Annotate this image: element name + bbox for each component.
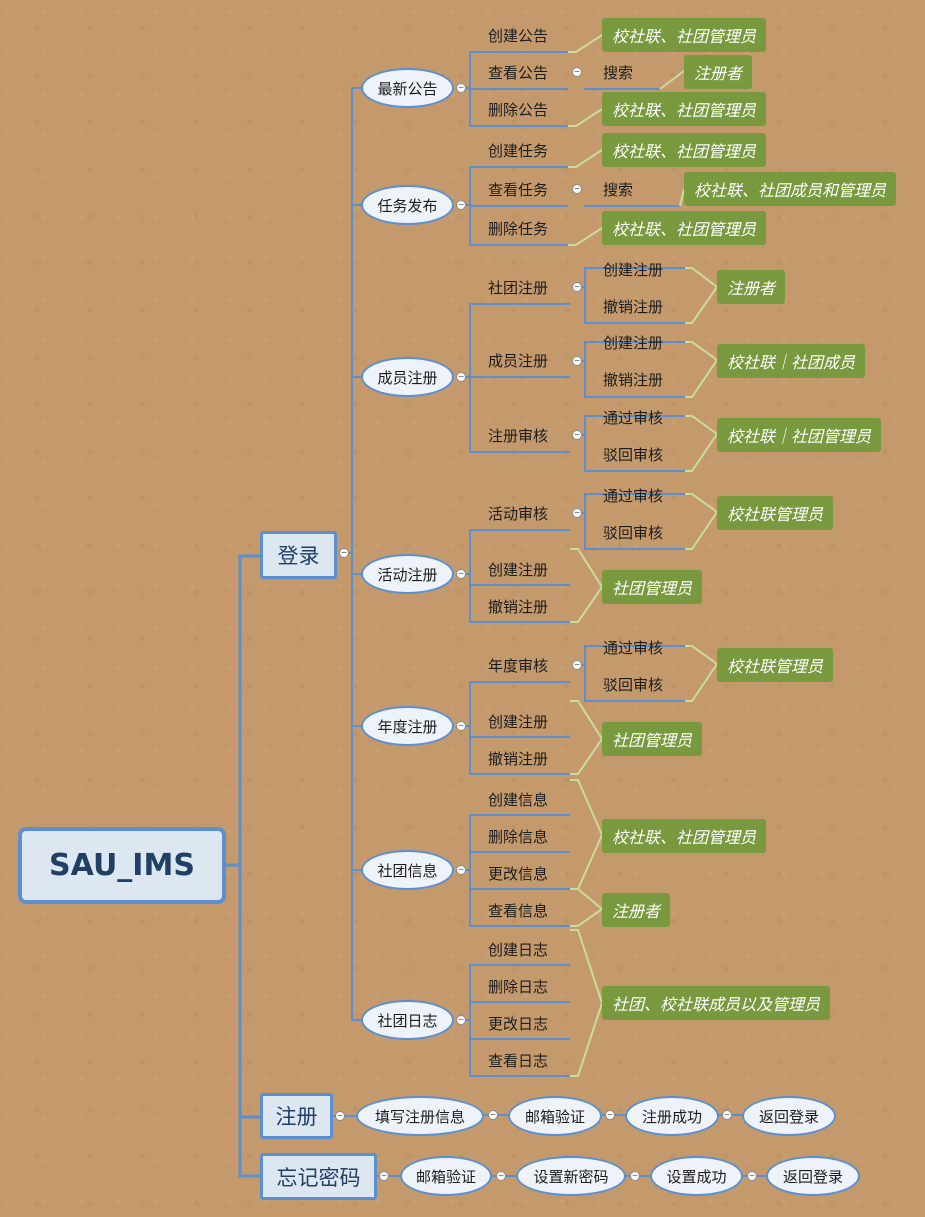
collapse-forgot-step2-icon[interactable]: − (630, 1171, 640, 1181)
collapse-club-log-icon[interactable]: − (456, 1015, 466, 1025)
activity-reg-create[interactable]: 创建注册 (488, 560, 549, 579)
collapse-forgot-icon[interactable]: − (379, 1171, 389, 1181)
note-activity-review: 校社联管理员 (717, 496, 834, 530)
member-reg-create[interactable]: 创建注册 (603, 333, 664, 352)
member-registration[interactable]: 成员注册 (488, 351, 549, 370)
announcement-node[interactable]: 最新公告 (361, 68, 454, 108)
note-activity-create: 社团管理员 (602, 570, 703, 604)
note-club-registration: 注册者 (717, 270, 786, 304)
note-registration-review: 校社联｜社团管理员 (717, 418, 882, 452)
create-announcement[interactable]: 创建公告 (488, 26, 549, 45)
collapse-activity-registration-icon[interactable]: − (456, 569, 466, 579)
activity-review-reject[interactable]: 驳回审核 (603, 523, 664, 542)
login-node[interactable]: 登录 (260, 531, 337, 579)
note-announcement-create: 校社联、社团管理员 (602, 18, 767, 52)
announcement-search[interactable]: 搜索 (603, 63, 634, 82)
delete-announcement[interactable]: 删除公告 (488, 100, 549, 119)
view-task[interactable]: 查看任务 (488, 180, 549, 199)
annual-reg-cancel[interactable]: 撤销注册 (488, 749, 549, 768)
forgot-step-email-verify[interactable]: 邮箱验证 (400, 1156, 492, 1196)
update-club-info[interactable]: 更改信息 (488, 864, 549, 883)
register-step-back-to-login[interactable]: 返回登录 (742, 1096, 836, 1136)
view-club-info[interactable]: 查看信息 (488, 901, 549, 920)
note-member-registration: 校社联｜社团成员 (717, 344, 866, 378)
note-announcement-delete: 校社联、社团管理员 (602, 92, 767, 126)
collapse-view-task-icon[interactable]: − (572, 184, 582, 194)
forgot-password-node[interactable]: 忘记密码 (260, 1153, 377, 1200)
member-registration-node[interactable]: 成员注册 (361, 357, 454, 397)
delete-club-log[interactable]: 删除日志 (488, 977, 549, 996)
collapse-annual-review-icon[interactable]: − (572, 660, 582, 670)
club-registration[interactable]: 社团注册 (488, 278, 549, 297)
note-club-log: 社团、校社联成员以及管理员 (602, 986, 831, 1020)
club-reg-create[interactable]: 创建注册 (603, 260, 664, 279)
collapse-registration-review-icon[interactable]: − (572, 430, 582, 440)
note-task-search: 校社联、社团成员和管理员 (684, 172, 897, 206)
task-node[interactable]: 任务发布 (361, 185, 454, 225)
collapse-login-icon[interactable]: − (339, 548, 349, 558)
register-step-email-verify[interactable]: 邮箱验证 (508, 1096, 602, 1136)
create-task[interactable]: 创建任务 (488, 141, 549, 160)
reg-review-pass[interactable]: 通过审核 (603, 408, 664, 427)
club-info-node[interactable]: 社团信息 (361, 850, 454, 890)
note-annual-create: 社团管理员 (602, 722, 703, 756)
collapse-register-step1-icon[interactable]: − (488, 1110, 498, 1120)
annual-registration-node[interactable]: 年度注册 (361, 706, 454, 746)
forgot-step-set-new-password[interactable]: 设置新密码 (516, 1156, 626, 1196)
update-club-log[interactable]: 更改日志 (488, 1014, 549, 1033)
club-log-node[interactable]: 社团日志 (361, 1000, 454, 1040)
annual-review-reject[interactable]: 驳回审核 (603, 675, 664, 694)
collapse-club-info-icon[interactable]: − (456, 865, 466, 875)
task-search[interactable]: 搜索 (603, 180, 634, 199)
activity-registration-node[interactable]: 活动注册 (361, 554, 454, 594)
reg-review-reject[interactable]: 驳回审核 (603, 445, 664, 464)
activity-review-pass[interactable]: 通过审核 (603, 486, 664, 505)
collapse-forgot-step3-icon[interactable]: − (747, 1171, 757, 1181)
activity-review[interactable]: 活动审核 (488, 504, 549, 523)
collapse-task-icon[interactable]: − (456, 200, 466, 210)
collapse-forgot-step1-icon[interactable]: − (496, 1171, 506, 1181)
collapse-club-registration-icon[interactable]: − (572, 282, 582, 292)
root-node[interactable]: SAU_IMS (18, 827, 226, 904)
registration-review[interactable]: 注册审核 (488, 426, 549, 445)
collapse-annual-registration-icon[interactable]: − (456, 721, 466, 731)
view-club-log[interactable]: 查看日志 (488, 1051, 549, 1070)
register-step-success[interactable]: 注册成功 (625, 1096, 719, 1136)
view-announcement[interactable]: 查看公告 (488, 63, 549, 82)
annual-review-pass[interactable]: 通过审核 (603, 638, 664, 657)
collapse-register-icon[interactable]: − (335, 1111, 345, 1121)
club-reg-cancel[interactable]: 撤销注册 (603, 297, 664, 316)
note-announcement-search: 注册者 (684, 55, 753, 89)
note-club-info-view: 注册者 (602, 893, 671, 927)
collapse-register-step3-icon[interactable]: − (722, 1110, 732, 1120)
create-club-info[interactable]: 创建信息 (488, 790, 549, 809)
forgot-step-back-to-login[interactable]: 返回登录 (766, 1156, 860, 1196)
register-node[interactable]: 注册 (260, 1093, 333, 1139)
collapse-activity-review-icon[interactable]: − (572, 508, 582, 518)
delete-club-info[interactable]: 删除信息 (488, 827, 549, 846)
collapse-register-step2-icon[interactable]: − (605, 1110, 615, 1120)
member-reg-cancel[interactable]: 撤销注册 (603, 370, 664, 389)
activity-reg-cancel[interactable]: 撤销注册 (488, 597, 549, 616)
collapse-member-registration-icon[interactable]: − (456, 372, 466, 382)
annual-reg-create[interactable]: 创建注册 (488, 712, 549, 731)
note-task-delete: 校社联、社团管理员 (602, 211, 767, 245)
annual-review[interactable]: 年度审核 (488, 656, 549, 675)
collapse-announcement-icon[interactable]: − (456, 83, 466, 93)
note-task-create: 校社联、社团管理员 (602, 133, 767, 167)
collapse-view-announcement-icon[interactable]: − (572, 67, 582, 77)
delete-task[interactable]: 删除任务 (488, 219, 549, 238)
note-club-info-admin: 校社联、社团管理员 (602, 819, 767, 853)
register-step-fill-info[interactable]: 填写注册信息 (356, 1096, 484, 1136)
note-annual-review: 校社联管理员 (717, 648, 834, 682)
collapse-member-reg-icon[interactable]: − (572, 356, 582, 366)
create-club-log[interactable]: 创建日志 (488, 940, 549, 959)
forgot-step-success[interactable]: 设置成功 (650, 1156, 743, 1196)
